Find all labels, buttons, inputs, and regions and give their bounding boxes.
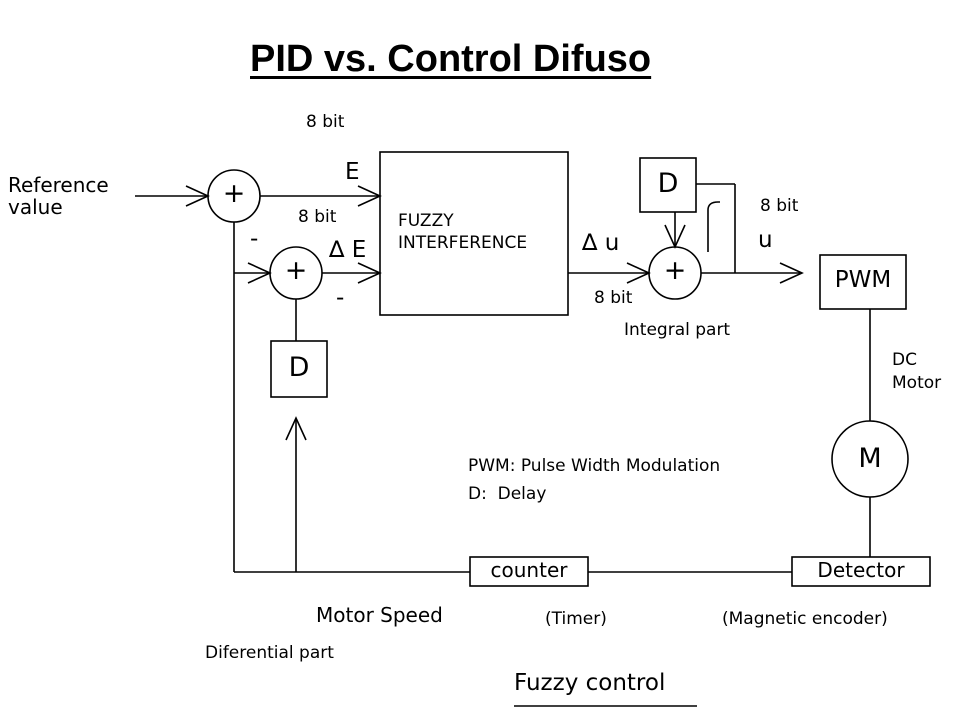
legend-pwm: PWM: Pulse Width Modulation — [468, 456, 721, 476]
delay-block-left — [270, 340, 328, 398]
pwm-block-label: PWM — [834, 267, 892, 293]
delay-block-top — [639, 157, 697, 213]
minus-sign: - — [336, 285, 345, 311]
fuzzy-block — [379, 151, 569, 316]
page-title: PID vs. Control Difuso — [250, 38, 652, 80]
sum-symbol: + — [284, 255, 308, 286]
delta-error-signal-label: ∆ E — [329, 237, 367, 263]
detector-block-label: Detector — [817, 558, 905, 582]
motor-speed-label: Motor Speed — [316, 603, 443, 627]
bit-width-label: 8 bit — [760, 196, 799, 216]
legend-delay: D: Delay — [468, 484, 547, 504]
error-signal-label: E — [345, 159, 360, 185]
integral-part-label: Integral part — [624, 320, 731, 340]
motor-block-label: M — [858, 443, 882, 474]
counter-block-label: counter — [490, 558, 568, 582]
sum-symbol: + — [663, 255, 687, 286]
sum-symbol: + — [222, 178, 246, 209]
u-signal-label: u — [758, 227, 773, 253]
encoder-label: (Magnetic encoder) — [722, 609, 888, 629]
delta-u-signal-label: ∆ u — [582, 230, 620, 256]
dc-motor-label: DC Motor — [892, 350, 942, 394]
bit-width-label: 8 bit — [306, 112, 345, 132]
bit-width-label: 8 bit — [594, 288, 633, 308]
delay-block-top-label: D — [657, 168, 679, 199]
caption: Fuzzy control — [514, 670, 666, 696]
bit-width-label: 8 bit — [298, 207, 337, 227]
minus-sign: - — [250, 226, 259, 252]
timer-label: (Timer) — [545, 609, 607, 629]
reference-input-label: Reference value — [8, 173, 109, 220]
fuzzy-block-label: FUZZY INTERFERENCE — [398, 211, 528, 254]
delay-block-left-label: D — [288, 352, 310, 383]
pwm-block — [819, 254, 907, 310]
differential-part-label: Diferential part — [205, 643, 334, 663]
